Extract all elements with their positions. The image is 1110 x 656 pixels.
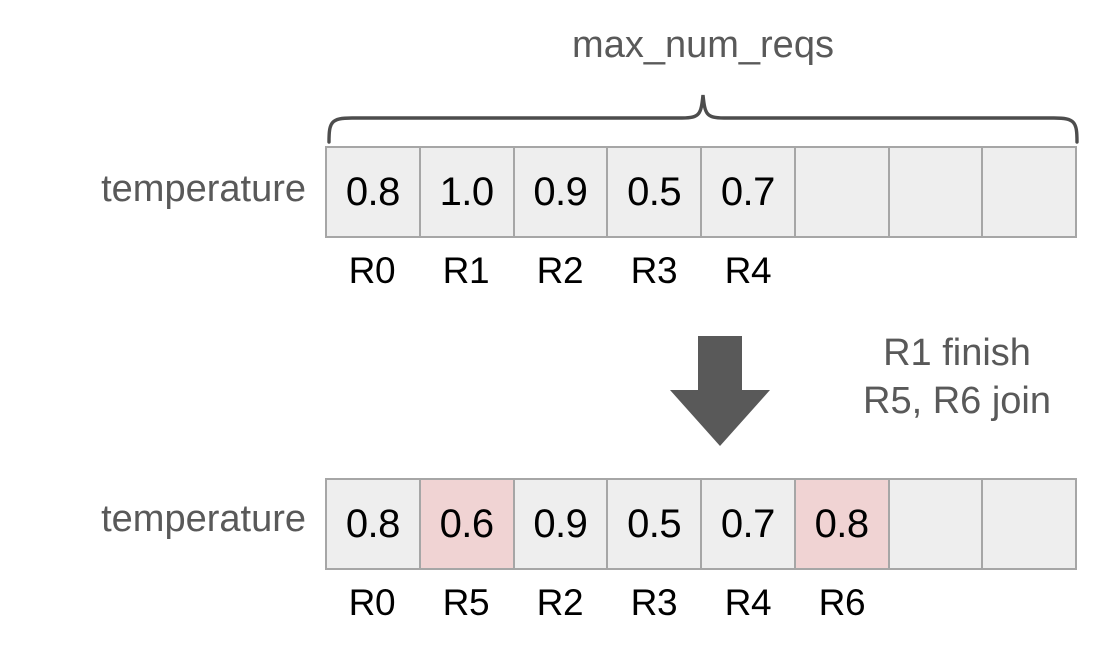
request-id-label (795, 252, 889, 300)
temperature-cell-empty (983, 148, 1075, 236)
request-id-label (983, 584, 1077, 632)
request-id-label: R1 (442, 250, 490, 291)
request-id-row-before: R0 R1 R2 R3 R4 (325, 252, 1077, 300)
row-label-temperature-after: temperature (101, 498, 306, 540)
row-label-temperature-before: temperature (101, 168, 306, 210)
temperature-cell: 0.7 (702, 148, 796, 236)
request-id-row-after: R0 R5 R2 R3 R4 R6 (325, 584, 1077, 632)
request-id-label: R0 (348, 582, 396, 623)
transition-annotation: R1 finish R5, R6 join (812, 330, 1102, 426)
brace-label: max_num_reqs (572, 24, 834, 66)
temperature-cell-empty (889, 148, 984, 236)
temperature-cell: 0.9 (514, 148, 609, 236)
request-id-label: R6 (818, 582, 866, 623)
capacity-brace (322, 92, 1084, 144)
request-id-label: R2 (536, 582, 584, 623)
temperature-strip-before: 0.8 1.0 0.9 0.5 0.7 (325, 146, 1077, 238)
request-id-label (889, 252, 983, 300)
request-id-label: R3 (630, 582, 678, 623)
temperature-cell: 0.8 (327, 480, 421, 568)
arrow-down-icon (666, 336, 774, 448)
temperature-cell-empty (983, 480, 1075, 568)
temperature-cell: 1.0 (420, 148, 515, 236)
annotation-line-finish: R1 finish (883, 332, 1031, 374)
request-id-label: R2 (536, 250, 584, 291)
temperature-cell-empty (795, 148, 890, 236)
request-id-label: R5 (442, 582, 490, 623)
temperature-cell-highlighted: 0.6 (420, 480, 515, 568)
temperature-cell: 0.9 (514, 480, 609, 568)
temperature-cell: 0.5 (608, 148, 702, 236)
request-id-label: R0 (348, 250, 396, 291)
temperature-cell-empty (889, 480, 984, 568)
temperature-cell-highlighted: 0.8 (795, 480, 890, 568)
annotation-line-join: R5, R6 join (863, 379, 1051, 422)
request-id-label: R3 (630, 250, 678, 291)
temperature-cell: 0.7 (702, 480, 796, 568)
temperature-cell: 0.5 (608, 480, 702, 568)
request-id-label: R4 (724, 582, 772, 623)
request-id-label (983, 252, 1077, 300)
temperature-strip-after: 0.8 0.6 0.9 0.5 0.7 0.8 (325, 478, 1077, 570)
request-id-label (889, 584, 983, 632)
request-id-label: R4 (724, 250, 772, 291)
temperature-cell: 0.8 (327, 148, 421, 236)
